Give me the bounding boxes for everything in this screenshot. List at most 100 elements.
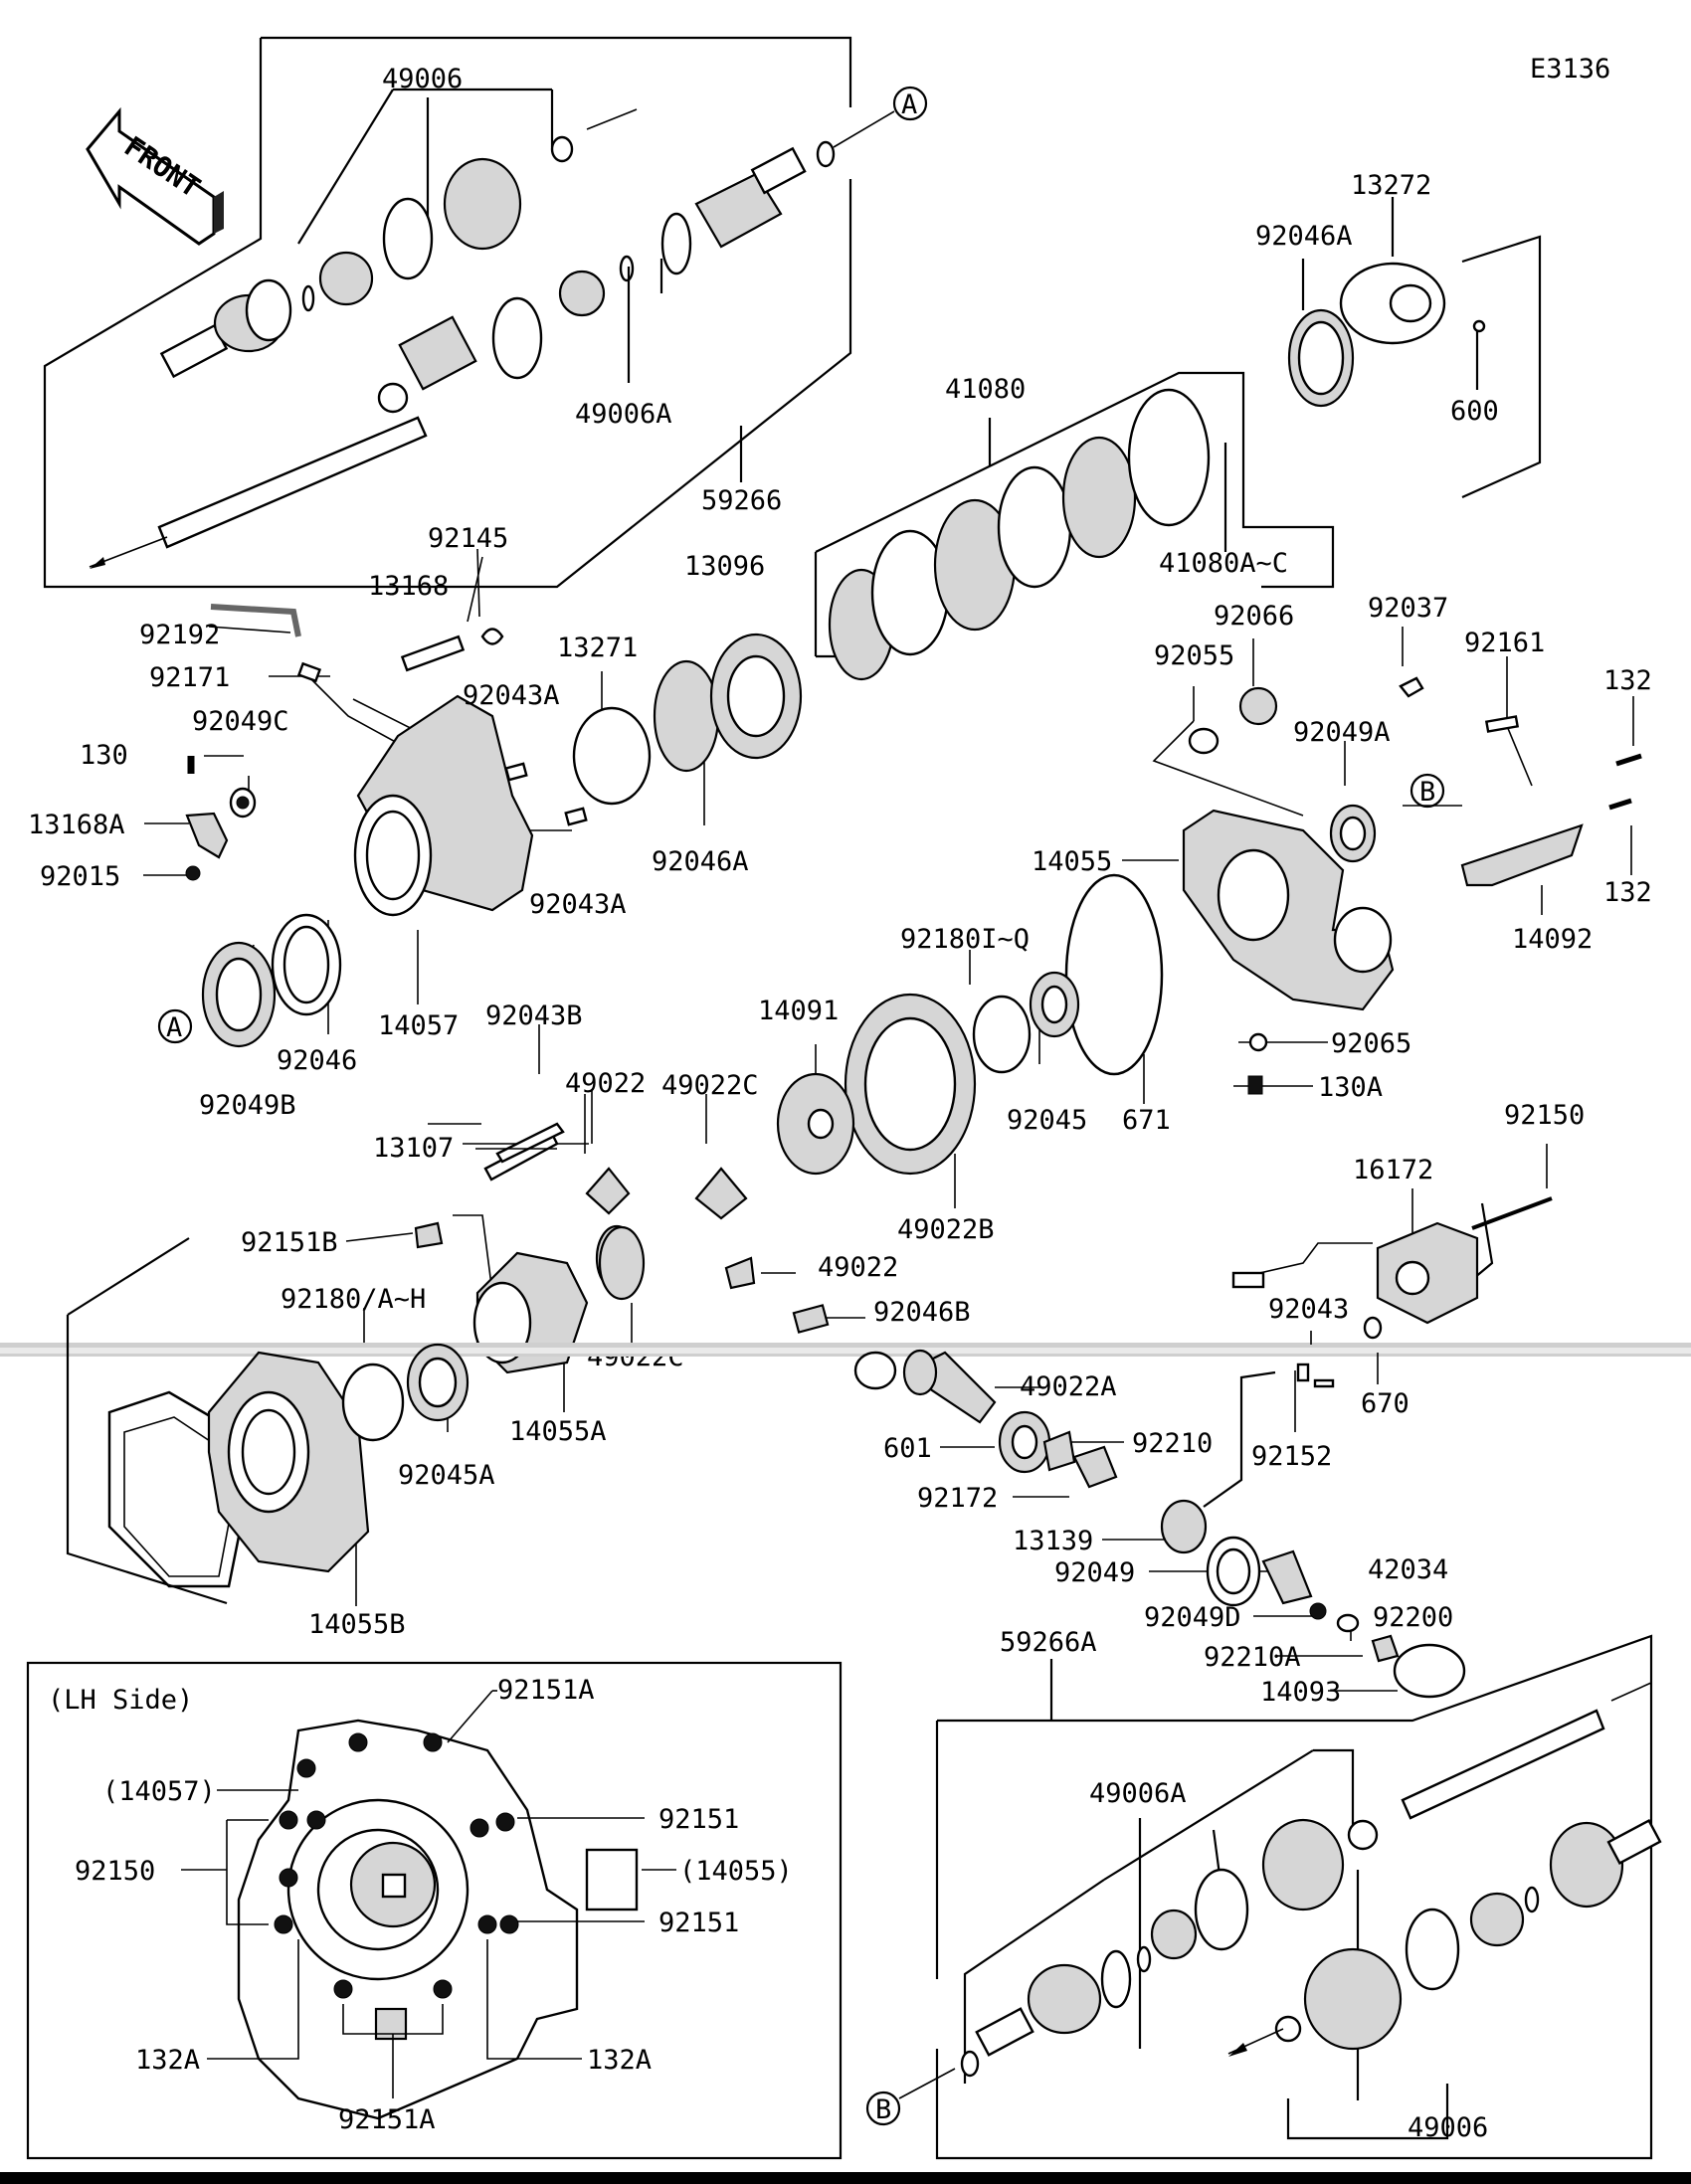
bracket-14092-shape (1460, 823, 1584, 887)
label-92210a: 92210A (1204, 1642, 1301, 1673)
inset-label-92150: 92150 (75, 1856, 155, 1887)
label-59266a: 59266A (1000, 1627, 1097, 1658)
differential-group: 92180I~Q 92045 14091 92043B 49022 49022C… (373, 924, 1145, 1334)
ring-gear-shape (844, 993, 977, 1176)
label-49006a-bottom: 49006A (1089, 1778, 1187, 1809)
label-13168: 13168 (368, 571, 449, 602)
callout-b-top: B (1419, 777, 1435, 808)
label-92210: 92210 (1132, 1428, 1213, 1459)
label-13139: 13139 (1013, 1526, 1093, 1556)
label-42034: 42034 (1368, 1554, 1448, 1585)
label-92180a-h: 92180/A~H (281, 1284, 426, 1315)
label-92066: 92066 (1214, 601, 1294, 632)
label-92065: 92065 (1331, 1028, 1411, 1059)
callout-a-top: A (901, 90, 917, 120)
inset-label-14055: (14055) (679, 1856, 793, 1887)
label-13096: 13096 (684, 551, 765, 582)
label-130: 130 (80, 740, 128, 771)
label-49022c-1: 49022C (661, 1070, 759, 1101)
label-49006a-top: 49006A (575, 399, 672, 430)
right-housing-group: B 92066 92055 92037 92161 132 132 92049A… (1032, 593, 1652, 1136)
label-92171: 92171 (149, 662, 230, 693)
cv-joint-outer-shape (159, 278, 292, 379)
rear-drive-shaft-group: B 59266A 49006A 49006 (865, 1627, 1662, 2160)
cover-14055b-group: 14055A 92045A 14055B (66, 1237, 607, 1640)
label-49022-2: 49022 (818, 1252, 898, 1283)
pinion-49022a-shape (902, 1349, 997, 1424)
label-671: 671 (1122, 1105, 1171, 1136)
label-132-2: 132 (1603, 877, 1652, 908)
gear-13096-shape (709, 633, 803, 760)
actuator-16172-shape (1376, 1221, 1479, 1325)
inset-label-132a-left: 132A (135, 2045, 200, 2076)
label-92180i-q: 92180I~Q (900, 924, 1030, 955)
label-14091: 14091 (758, 996, 839, 1026)
label-14092: 14092 (1512, 924, 1593, 955)
inset-label-132a-right: 132A (587, 2045, 652, 2076)
label-92045: 92045 (1007, 1105, 1087, 1136)
label-14055: 14055 (1032, 846, 1112, 877)
callout-a-left: A (166, 1012, 182, 1043)
label-92151b: 92151B (241, 1227, 338, 1258)
front-arrow-icon: FRONT (86, 106, 224, 246)
label-13272: 13272 (1351, 170, 1431, 201)
label-670: 670 (1361, 1388, 1409, 1419)
bottom-border-bar (0, 2172, 1691, 2184)
label-92046b: 92046B (873, 1297, 971, 1328)
inset-label-14057: (14057) (102, 1776, 216, 1807)
label-92049: 92049 (1054, 1557, 1135, 1588)
label-132-1: 132 (1603, 665, 1652, 696)
label-92046a-top: 92046A (1255, 221, 1353, 252)
label-41080: 41080 (945, 374, 1026, 405)
label-49022-1: 49022 (565, 1068, 646, 1099)
label-92043b: 92043B (485, 1001, 583, 1031)
tripod-housing-shape (694, 146, 807, 249)
label-92045a: 92045A (398, 1460, 495, 1491)
left-housing-group: A 92145 13168 92192 92171 13096 13271 92… (28, 523, 803, 1182)
label-92192: 92192 (139, 620, 220, 650)
label-600: 600 (1450, 396, 1499, 427)
label-92043a-1: 92043A (463, 680, 560, 711)
housing-14055-shape (1182, 809, 1395, 1011)
label-92049d: 92049D (1144, 1602, 1241, 1633)
label-49006-top: 49006 (382, 64, 463, 94)
callout-b-bottom: B (875, 2094, 891, 2125)
scan-glitch-band (0, 1343, 1691, 1357)
label-92043: 92043 (1268, 1294, 1349, 1325)
actuator-group: 92150 16172 (1231, 1100, 1585, 1340)
label-92049b: 92049B (199, 1090, 296, 1121)
inner-shaft-shape (157, 315, 477, 549)
label-92043a-2: 92043A (529, 889, 627, 920)
diagram-id: E3136 (1530, 54, 1610, 85)
label-92055: 92055 (1154, 640, 1234, 671)
label-92145: 92145 (428, 523, 508, 554)
label-49006-bottom: 49006 (1408, 2112, 1488, 2143)
label-92046a-mid: 92046A (652, 846, 749, 877)
label-92200: 92200 (1373, 1602, 1453, 1633)
inset-label-92151-2: 92151 (658, 1908, 739, 1938)
clutch-plates-group: 41080 41080A~C (814, 371, 1335, 681)
inset-label-92151-1: 92151 (658, 1804, 739, 1835)
housing-14057-shape (353, 694, 534, 917)
label-92161: 92161 (1464, 628, 1545, 658)
label-59266: 59266 (701, 485, 782, 516)
cv-joint-inner-shape (975, 1963, 1102, 2057)
label-92015: 92015 (40, 861, 120, 892)
label-601: 601 (883, 1433, 932, 1464)
label-49022b: 49022B (897, 1214, 995, 1245)
case-14091-shape (776, 1072, 855, 1176)
label-14093: 14093 (1260, 1677, 1341, 1708)
label-92172: 92172 (917, 1483, 998, 1514)
label-14055b: 14055B (308, 1609, 406, 1640)
label-92049c: 92049C (192, 706, 289, 737)
bolt-markers (274, 1732, 519, 1999)
lh-side-inset: (LH Side) (26, 1661, 843, 2160)
label-16172: 16172 (1353, 1155, 1433, 1185)
label-92049a: 92049A (1293, 717, 1391, 748)
front-drive-shaft-group: A (43, 36, 928, 589)
inset-label-92151a-bottom: 92151A (338, 2104, 436, 2135)
label-14055a: 14055A (509, 1416, 607, 1447)
label-13168a: 13168A (28, 810, 125, 840)
label-92037: 92037 (1368, 593, 1448, 624)
cover-14055b-shape (207, 1351, 370, 1573)
